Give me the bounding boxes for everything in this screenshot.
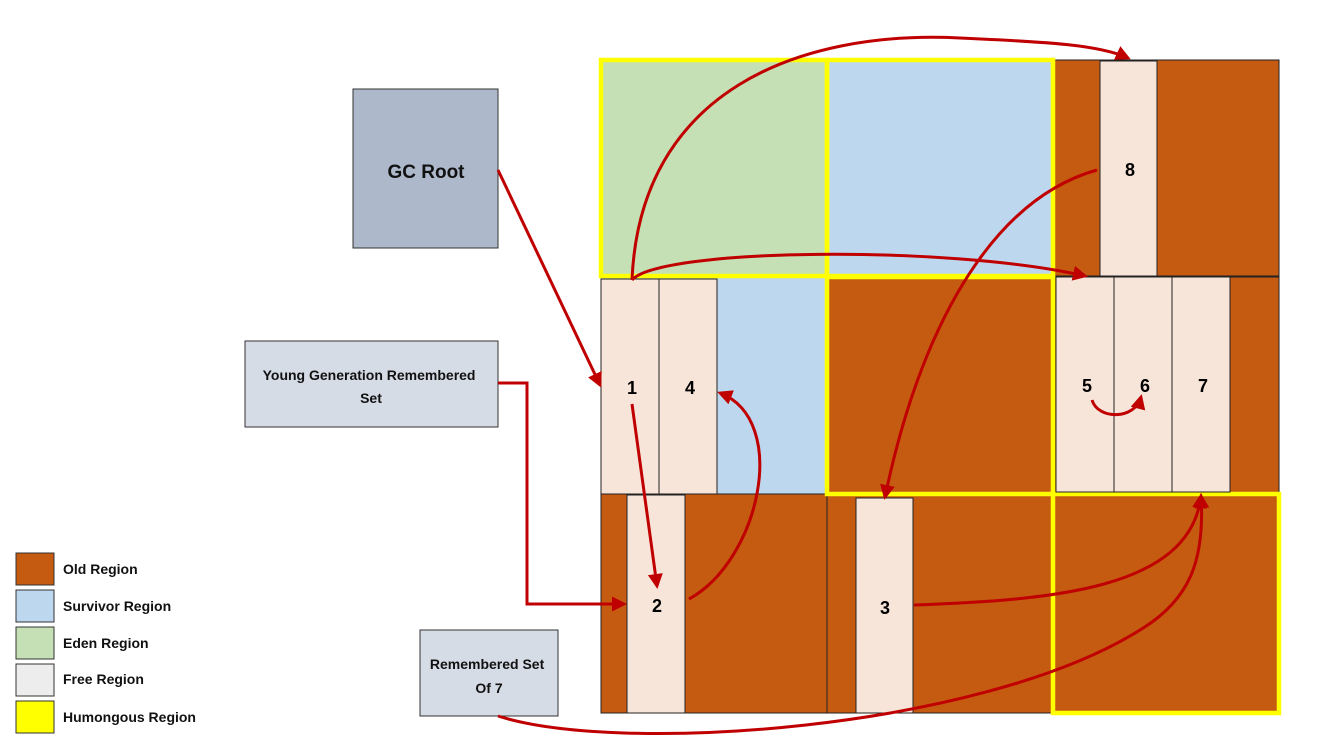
arrow-1-to-2: [630, 403, 663, 589]
gc-root-box: [352, 88, 499, 249]
arrow-2-to-4: [688, 390, 762, 601]
legend-swatch-old: [15, 552, 55, 586]
legend-swatch-survivor: [15, 589, 55, 623]
object-5-label: 5: [1082, 376, 1092, 396]
survivor-region: [827, 60, 1053, 276]
legend-label-survivor: Survivor Region: [63, 598, 171, 614]
legend-label-eden: Eden Region: [63, 635, 149, 651]
object-7-cell: [1171, 276, 1231, 493]
arrow-1-to-5: [630, 252, 1088, 282]
legend-label-free: Free Region: [63, 671, 144, 687]
rset-of-7-box: [419, 629, 559, 717]
object-4-cell: [658, 278, 718, 495]
young-rset-box: [244, 340, 499, 428]
humongous-outlines: [598, 57, 1282, 716]
object-2-label: 2: [652, 596, 662, 616]
arrow-yrset-to-2: [498, 381, 627, 612]
gc-root-label: GC Root: [387, 162, 465, 183]
old-region: [1053, 494, 1279, 713]
legend-swatch-humongous: [15, 700, 55, 734]
object-cells: [600, 60, 1231, 714]
legend-swatch-eden: [15, 626, 55, 660]
object-7-label: 7: [1198, 376, 1208, 396]
old-region: [1052, 59, 1280, 277]
arrow-gcroot-to-1: [496, 169, 602, 388]
arrow-rset7-to-7: [497, 493, 1210, 736]
humongous-region-outline: [824, 274, 1056, 497]
arrow-5-to-6: [1090, 394, 1146, 417]
legend-swatch-free: [15, 663, 55, 697]
object-8-label: 8: [1125, 160, 1135, 180]
object-1-label: 1: [627, 378, 637, 398]
old-region: [827, 277, 1053, 494]
rset-of-7-label: Remembered Set Of 7: [430, 656, 548, 696]
eden-region: [601, 60, 827, 276]
legend-label-humongous: Humongous Region: [63, 709, 196, 725]
object-5-cell: [1055, 276, 1115, 493]
object-1-cell: [600, 278, 660, 495]
legend: Old Region Survivor Region Eden Region F…: [15, 552, 196, 734]
object-6-label: 6: [1140, 376, 1150, 396]
arrow-8-to-3: [880, 168, 1098, 500]
object-8-cell: [1099, 60, 1158, 277]
object-4-label: 4: [685, 378, 695, 398]
object-3-cell: [855, 497, 914, 714]
young-rset-label: Young Generation Remembered Set: [263, 367, 480, 406]
reference-arrows: [496, 35, 1210, 736]
object-3-label: 3: [880, 598, 890, 618]
arrow-1-to-8: [630, 35, 1131, 281]
legend-label-old: Old Region: [63, 561, 138, 577]
object-6-cell: [1113, 276, 1173, 493]
humongous-region-outline: [1050, 491, 1282, 716]
object-2-cell: [626, 494, 686, 714]
arrow-3-to-7: [913, 493, 1208, 607]
